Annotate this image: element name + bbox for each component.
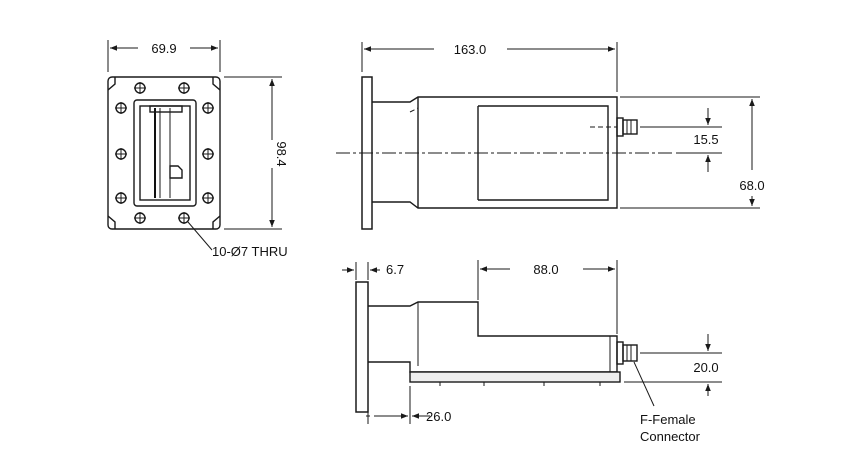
- front-view: 69.9 98.4 10-Ø7 THRU: [107, 40, 289, 259]
- side-body: [368, 301, 618, 373]
- mounting-hole-icon: [115, 82, 214, 224]
- dim-top-offset: 15.5: [693, 132, 718, 147]
- dim-front-width: 69.9: [151, 41, 176, 56]
- dim-front-height: 98.4: [274, 141, 289, 166]
- note-holes: 10-Ø7 THRU: [212, 244, 288, 259]
- dim-side-base: 26.0: [426, 409, 451, 424]
- top-view: 163.0 15.5 68.0: [336, 42, 765, 230]
- dim-side-body: 88.0: [533, 262, 558, 277]
- dim-side-flange: 6.7: [386, 262, 404, 277]
- note-connector-line1: F-Female: [640, 412, 696, 427]
- side-view: 6.7 88.0 20.0 26.0 F-Female Connector: [342, 260, 722, 444]
- front-flange: [107, 76, 221, 230]
- side-flange: [355, 281, 369, 413]
- dim-top-length: 163.0: [454, 42, 487, 57]
- note-connector-line2: Connector: [640, 429, 701, 444]
- front-opening: [133, 99, 197, 207]
- dim-top-height: 68.0: [739, 178, 764, 193]
- dim-side-connector: 20.0: [693, 360, 718, 375]
